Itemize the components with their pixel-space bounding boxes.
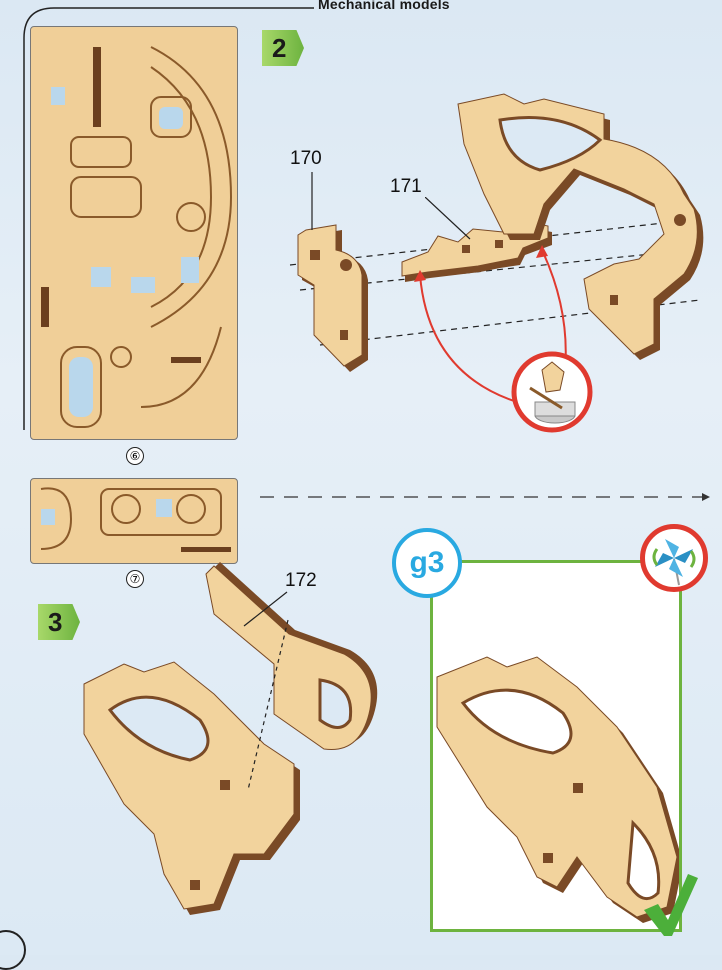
sheet-6-number: ⑥ <box>126 447 144 465</box>
model-g3-badge: g3 <box>392 528 462 598</box>
step-2-badge: 2 <box>262 30 304 66</box>
parts-sheet-6 <box>30 26 238 440</box>
part-label-171: 171 <box>390 176 422 198</box>
assembled-frame <box>84 662 300 915</box>
leader-171 <box>425 197 475 247</box>
part-170 <box>298 225 368 372</box>
parts-sheet-7 <box>30 478 238 564</box>
checkmark-icon <box>640 870 700 940</box>
frame-part <box>458 94 703 360</box>
leader-172 <box>242 590 292 630</box>
sheet-6-cutouts <box>31 27 236 438</box>
page-corner-mark <box>0 930 26 970</box>
part-label-172: 172 <box>285 570 317 592</box>
part-label-170: 170 <box>290 148 322 170</box>
sheet-7-cutouts <box>31 479 236 562</box>
step-3-illustration <box>70 560 390 930</box>
glue-icon <box>514 354 590 430</box>
step-2-illustration <box>280 90 710 450</box>
no-pinwheel-icon <box>640 524 708 592</box>
dashed-pointer <box>240 490 712 504</box>
leader-170 <box>300 172 320 232</box>
section-title: Mechanical models <box>318 0 450 12</box>
